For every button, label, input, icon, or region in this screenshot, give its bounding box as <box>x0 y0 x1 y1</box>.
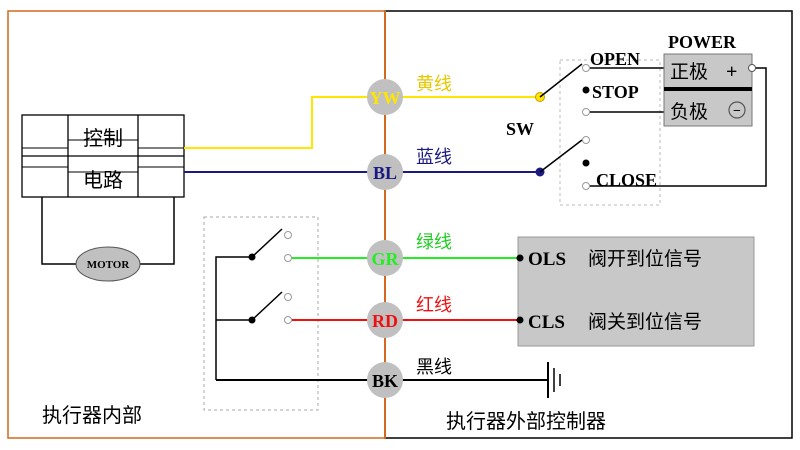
terminal-gr-label: 绿线 <box>416 232 452 253</box>
power-minus-sign: − <box>733 104 741 119</box>
sw-contact-close-top <box>582 136 590 144</box>
sw-contact-stop-mid <box>582 108 590 116</box>
limit-open-arm <box>251 228 283 258</box>
terminal-yw-label: 黄线 <box>416 74 452 95</box>
power-plus-sign: + <box>726 61 737 83</box>
limit-close-contact-a <box>284 293 292 301</box>
motor-label: MOTOR <box>87 259 131 271</box>
power-positive-label: 正极 <box>670 61 708 83</box>
signal-cls-node <box>516 316 524 324</box>
limit-common-wire <box>215 256 252 380</box>
terminal-bl-code: BL <box>373 163 397 183</box>
external-region-label: 执行器外部控制器 <box>446 409 606 433</box>
signal-ols-text: 阀开到位信号 <box>588 248 702 270</box>
limit-close-contact-b <box>284 316 292 324</box>
sw-arm-close <box>539 139 583 173</box>
yellow-wire <box>184 96 540 149</box>
limit-close-arm <box>251 291 283 321</box>
terminal-rd: RD <box>367 302 403 338</box>
sw-contact-close-mid <box>582 159 590 167</box>
sw-contact-open <box>582 64 590 72</box>
signal-cls-text: 阀关到位信号 <box>588 311 702 333</box>
terminal-yw: YW <box>367 79 403 115</box>
internal-region-label: 执行器内部 <box>42 403 142 427</box>
sw-label: SW <box>506 119 534 139</box>
limit-open-contact-a <box>284 231 292 239</box>
terminal-bk: BK <box>367 362 403 398</box>
terminal-rd-code: RD <box>372 311 398 331</box>
controller-label-2: 电路 <box>83 168 123 192</box>
terminal-yw-code: YW <box>370 88 401 108</box>
power-title: POWER <box>668 32 737 52</box>
signal-cls-code: CLS <box>528 312 565 333</box>
power-negative-label: 负极 <box>670 101 708 123</box>
signal-ols-node <box>516 254 524 262</box>
signal-panel <box>517 236 755 347</box>
limit-switch-box <box>203 216 319 411</box>
sw-arm-open <box>539 63 583 98</box>
terminal-rd-label: 红线 <box>416 295 452 316</box>
terminal-bl-label: 蓝线 <box>416 147 452 168</box>
controller-label-1: 控制 <box>83 126 123 150</box>
motor-icon <box>75 246 141 282</box>
motor-wire-left <box>41 197 78 265</box>
terminal-bk-label: 黑线 <box>416 357 452 378</box>
sw-box <box>559 59 661 206</box>
power-minus-icon <box>728 101 746 119</box>
sw-pos-stop: STOP <box>592 82 639 102</box>
sw-contact-stop-top <box>582 86 590 94</box>
sw-pos-open: OPEN <box>590 49 640 69</box>
ground-icon <box>547 362 561 398</box>
power-positive-terminal <box>748 64 756 72</box>
terminal-bk-code: BK <box>372 371 398 391</box>
signal-ols-code: OLS <box>528 249 566 270</box>
motor-wire-right <box>140 197 175 265</box>
terminal-bl: BL <box>367 154 403 190</box>
sw-pos-close: CLOSE <box>596 170 657 190</box>
limit-open-contact-b <box>284 254 292 262</box>
terminal-gr-code: GR <box>372 249 400 269</box>
terminal-gr: GR <box>367 240 403 276</box>
controller-block: 控制 电路 <box>21 114 185 198</box>
internal-region-border <box>7 10 386 439</box>
wire-close-return <box>590 67 767 187</box>
sw-contact-close <box>582 182 590 190</box>
